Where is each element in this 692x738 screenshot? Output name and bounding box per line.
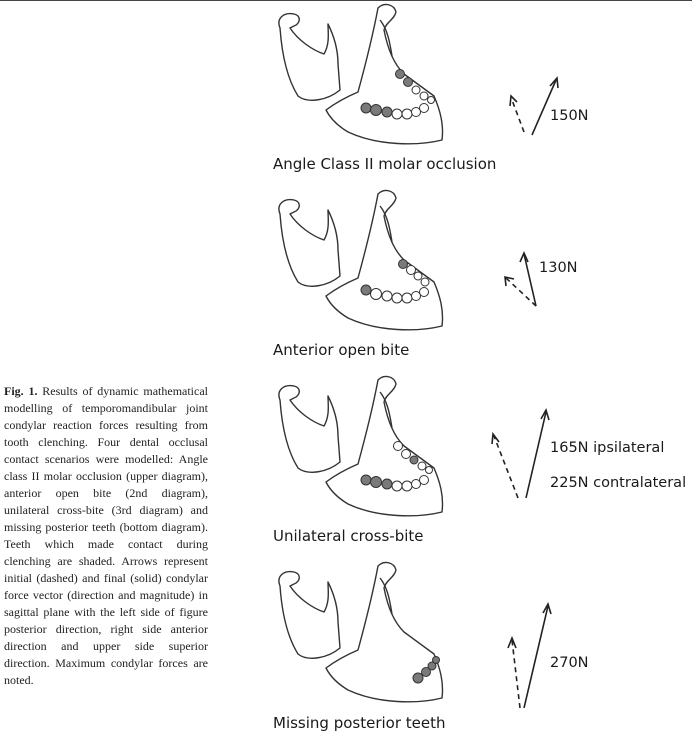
panel-title: Anterior open bite: [273, 341, 410, 359]
figure-caption: Fig. 1. Results of dynamic mathematical …: [4, 383, 208, 731]
force-arrows: [509, 76, 559, 136]
force-label: 270N: [550, 655, 589, 671]
caption-text: Results of dynamic mathematical modellin…: [4, 384, 208, 687]
panel-missing-posterior-teeth: Missing posterior teeth 270N: [260, 558, 692, 738]
panel-title: Unilateral cross-bite: [273, 527, 424, 545]
panel-title: Angle Class II molar occlusion: [273, 155, 497, 173]
top-rule: [0, 0, 692, 1]
mandible-diagram: [278, 561, 444, 703]
mandible-diagram: [278, 189, 444, 331]
panel-anterior-open-bite: Anterior open bite 130N: [260, 186, 692, 366]
force-label-contralateral: 225N contralateral: [550, 475, 687, 491]
force-arrows: [504, 251, 537, 307]
caption-label: Fig. 1.: [4, 384, 38, 398]
mandible-diagram: [278, 375, 444, 517]
mandible-diagram: [278, 3, 444, 145]
force-label: 130N: [539, 260, 578, 276]
panel-class-ii: Angle Class II molar occlusion 150N: [260, 0, 692, 180]
panel-title: Missing posterior teeth: [273, 714, 446, 732]
panel-unilateral-cross-bite: Unilateral cross-bite 165N ipsilateral 2…: [260, 372, 692, 552]
force-arrows: [507, 601, 552, 708]
force-label-ipsilateral: 165N ipsilateral: [550, 440, 665, 456]
force-arrows: [491, 407, 550, 499]
force-label: 150N: [550, 108, 589, 124]
